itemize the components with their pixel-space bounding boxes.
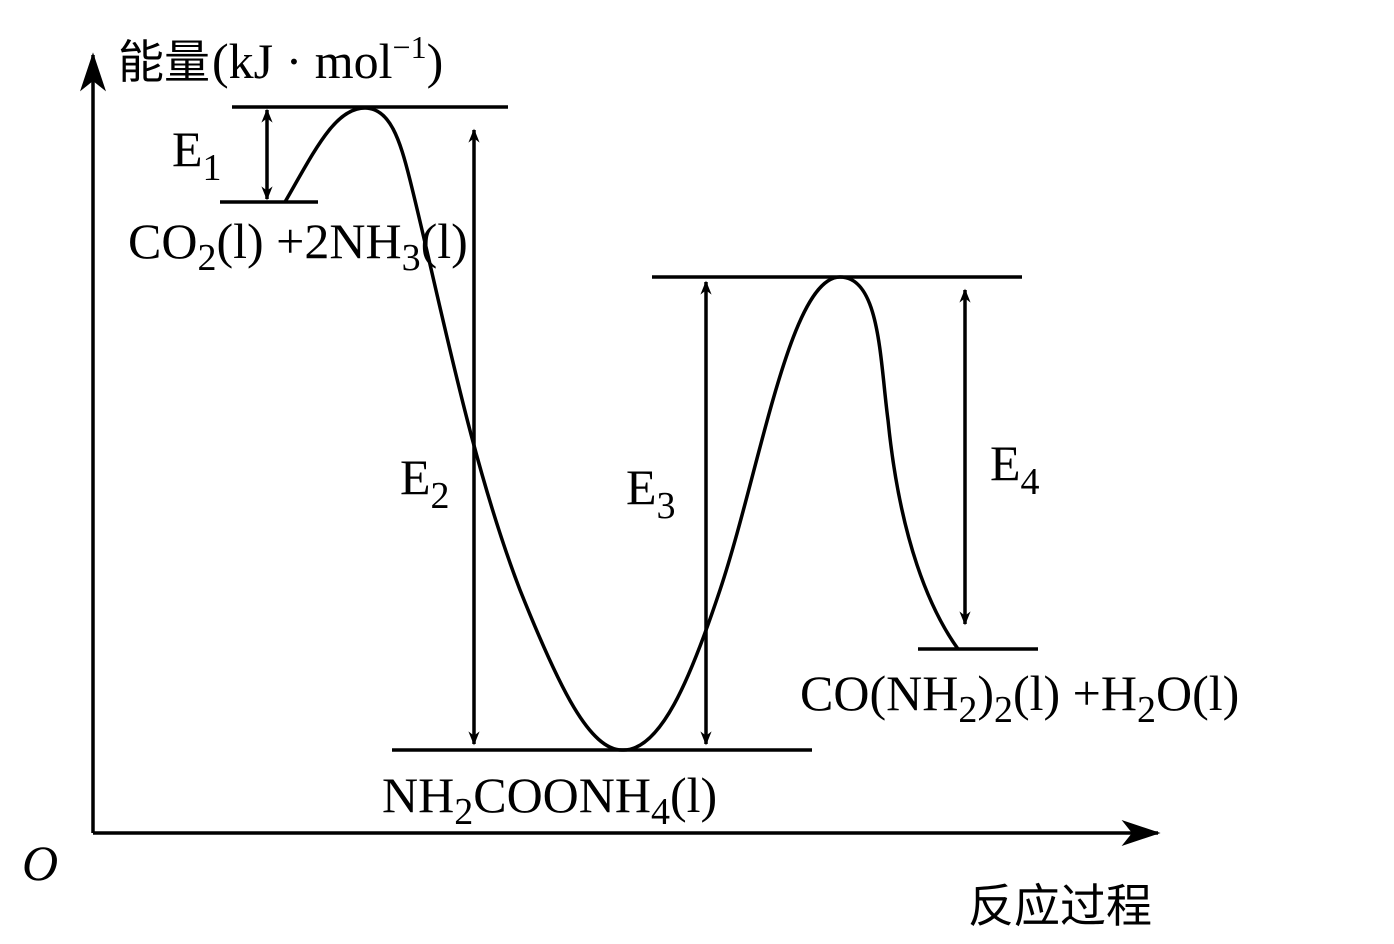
e2-label: E2 [400,449,450,517]
products-label: CO(NH2)2(l) +H2O(l) [800,665,1239,731]
reactants-label: CO2(l) +2NH3(l) [128,213,468,279]
y-axis-label-cjk: 能量 [118,35,210,89]
y-axis-label-unit: (kJ · mol−1) [212,29,443,89]
e3-label: E3 [626,459,676,527]
x-axis-label: 反应过程 [968,879,1152,933]
origin-label: O [22,835,58,891]
reaction-path-curve [283,106,960,752]
e1-label: E1 [172,121,222,189]
e4-label: E4 [990,435,1040,503]
intermediate-label: NH2COONH4(l) [382,767,717,833]
